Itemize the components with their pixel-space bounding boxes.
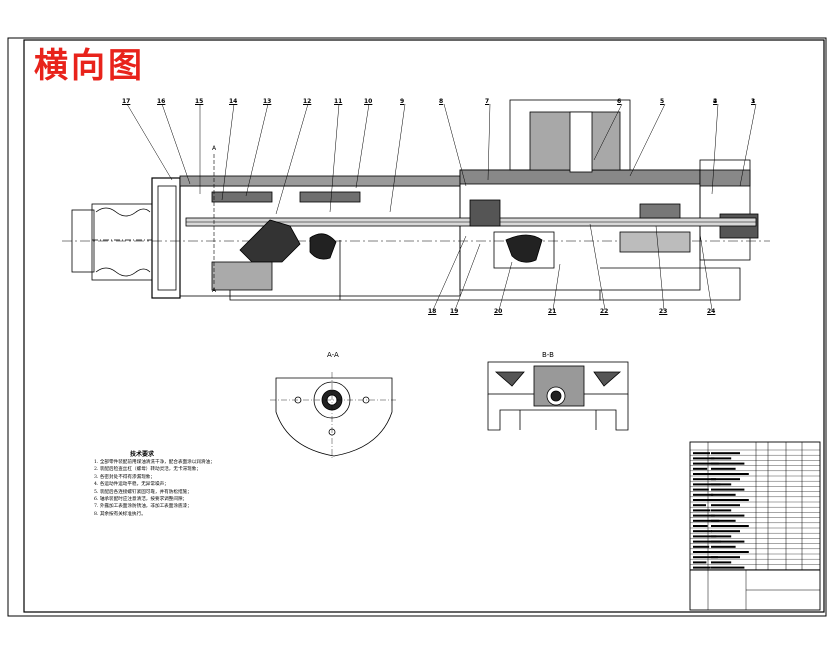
section-label-a: A-A: [327, 351, 339, 359]
callout-top-3: 3: [751, 98, 756, 105]
drawing-title: 横向图: [34, 46, 145, 86]
callout-top-2: 2: [713, 98, 718, 105]
callout-leaders-bottom: [432, 223, 713, 311]
section-b-view: [487, 361, 629, 431]
outer-border: [7, 37, 827, 617]
parts-list-table: [689, 441, 821, 611]
callout-bottom-19: 19: [450, 308, 459, 315]
tech-requirement-line: 8. 其余按有关标准执行。: [94, 511, 146, 517]
inner-border: [23, 39, 825, 613]
callout-top-15: 15: [195, 98, 204, 105]
motor-icon: [71, 177, 181, 299]
callout-bottom-20: 20: [494, 308, 503, 315]
callout-top-11: 11: [334, 98, 343, 105]
parts-list-entries: [693, 452, 749, 569]
callout-top-5: 5: [660, 98, 665, 105]
callout-top-6: 6: [617, 98, 622, 105]
callout-bottom-22: 22: [600, 308, 609, 315]
callout-top-1: 1: [751, 98, 756, 105]
callout-leaders-top: [126, 103, 757, 215]
callout-top-9: 9: [400, 98, 405, 105]
callout-bottom-18: 18: [428, 308, 437, 315]
callout-top-4: 4: [713, 98, 718, 105]
callout-top-14: 14: [229, 98, 238, 105]
section-view-icon: [270, 372, 396, 460]
callout-bottom-24: 24: [707, 308, 716, 315]
tech-requirement-line: 3. 各密封处不得有渗漏现象；: [94, 474, 155, 480]
callout-top-12: 12: [303, 98, 312, 105]
tech-requirement-line: 1. 全部零件装配前用煤油清洗干净，配合表面涂以润滑油；: [94, 460, 215, 465]
callout-top-13: 13: [263, 98, 272, 105]
tech-requirement-line: 2. 装配后检查丝杠（螺母）转动灵活，无卡滞现象；: [94, 467, 201, 473]
callout-bottom-23: 23: [659, 308, 668, 315]
cut-mark-bottom: A: [212, 287, 217, 294]
callout-top-10: 10: [364, 98, 373, 105]
tech-requirement-line: 5. 装配后各连接螺钉紧固可靠，并有防松措施；: [94, 489, 192, 495]
section-label-b: B-B: [542, 351, 554, 359]
cut-mark-top: A: [212, 145, 217, 152]
main-assembly-view: [62, 99, 770, 301]
tech-requirements-list: 1. 全部零件装配前用煤油清洗干净，配合表面涂以润滑油； 2. 装配后检查丝杠（…: [94, 459, 314, 518]
callout-bottom-21: 21: [548, 308, 557, 315]
callout-top-17: 17: [122, 98, 131, 105]
tech-requirements-heading: 技术要求: [130, 451, 155, 458]
tech-requirement-line: 6. 轴承装配时应注意清洁，按要求调整间隙；: [94, 497, 188, 503]
callout-top-8: 8: [439, 98, 444, 105]
parts-list-rows: [690, 449, 820, 570]
callout-top-16: 16: [157, 98, 166, 105]
callout-top-7: 7: [485, 98, 490, 105]
tech-requirement-line: 4. 各运动件运动平稳，无异常噪声；: [94, 482, 169, 488]
tech-requirement-line: 7. 外露加工表面涂防锈油，非加工表面涂底漆；: [94, 504, 192, 510]
